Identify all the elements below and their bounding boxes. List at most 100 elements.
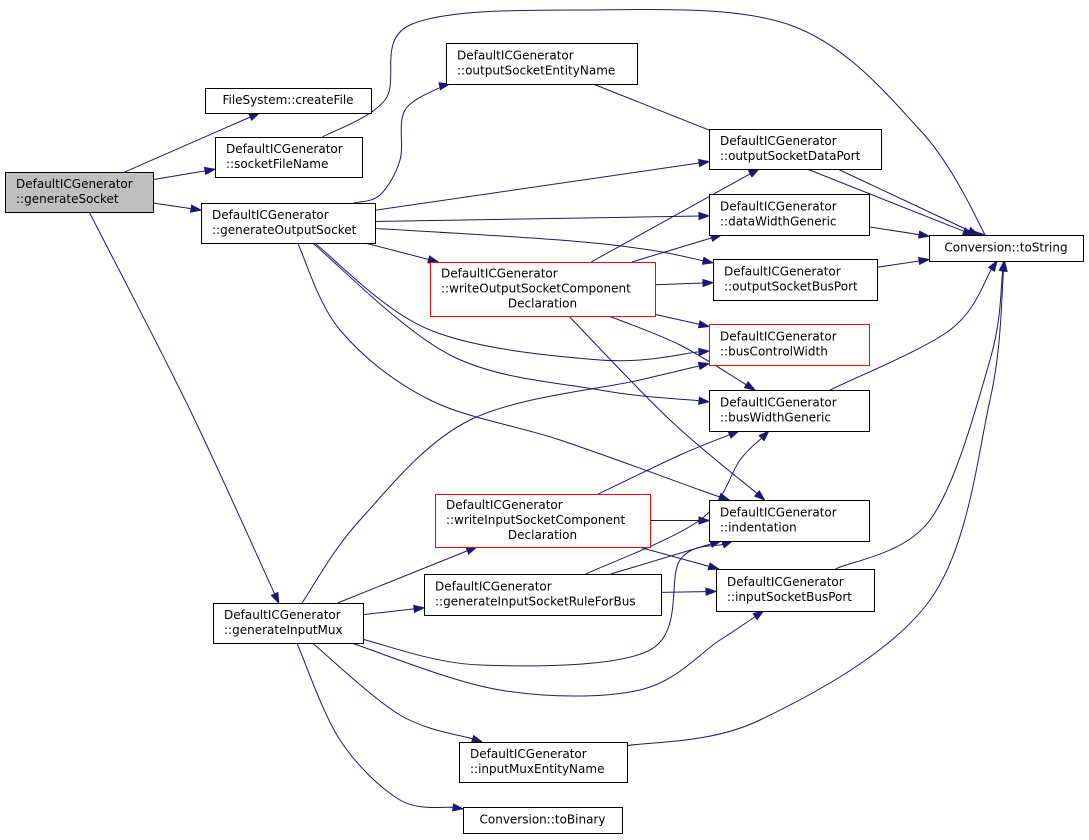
call-edge-generateOutputSocket-to-busControlWidth — [314, 242, 711, 362]
node-busControlWidth[interactable]: DefaultICGenerator::busControlWidth — [709, 324, 870, 366]
node-box — [424, 574, 662, 616]
node-toString[interactable]: Conversion::toString — [929, 235, 1084, 262]
node-label-line: DefaultICGenerator — [720, 200, 837, 214]
arrowhead — [717, 492, 731, 501]
call-edge-busWidthGeneric-to-toString — [829, 259, 998, 391]
node-box — [709, 194, 870, 236]
node-label-line: FileSystem::createFile — [222, 93, 353, 107]
node-generateInputSocketRuleForBus[interactable]: DefaultICGenerator::generateInputSocketR… — [424, 574, 662, 616]
node-inputSocketBusPort[interactable]: DefaultICGenerator::inputSocketBusPort — [716, 569, 875, 612]
node-generateInputMux[interactable]: DefaultICGenerator::generateInputMux — [213, 603, 364, 644]
node-label-line: DefaultICGenerator — [441, 267, 558, 281]
node-label-line: ::socketFileName — [226, 157, 328, 171]
node-label-line: DefaultICGenerator — [446, 498, 563, 512]
node-label-line: Declaration — [508, 297, 577, 311]
node-outputSocketDataPort[interactable]: DefaultICGenerator::outputSocketDataPort — [709, 129, 882, 170]
arrowhead — [427, 255, 440, 264]
arrowhead — [248, 112, 261, 122]
call-edge-generateOutputSocket-to-writeOutputSocketComponentDeclaration — [364, 242, 440, 264]
node-label-line: Conversion::toBinary — [480, 813, 606, 827]
node-box — [709, 500, 870, 542]
call-edge-writeOutputSocketComponentDeclaration-to-indentation — [568, 315, 766, 501]
arrowhead — [747, 168, 761, 178]
arrowhead — [470, 734, 484, 743]
call-edge-generateOutputSocket-to-dataWidthGeneric — [374, 211, 711, 223]
node-box — [201, 203, 376, 244]
node-label-line: DefaultICGenerator — [212, 208, 329, 222]
arrowhead — [743, 380, 757, 391]
arrowhead — [698, 516, 711, 525]
node-label-line: DefaultICGenerator — [16, 177, 133, 191]
node-label-line: Conversion::toString — [944, 241, 1067, 255]
node-label-line: DefaultICGenerator — [720, 396, 837, 410]
arrowhead — [698, 396, 711, 405]
node-box — [929, 235, 1084, 262]
call-edges — [88, 8, 1008, 812]
node-box — [709, 324, 870, 366]
arrowhead — [190, 204, 203, 213]
call-edge-writeInputSocketComponentDeclaration-to-busWidthGeneric — [597, 430, 741, 495]
function-nodes: DefaultICGenerator::generateSocket FileSy… — [5, 43, 1084, 834]
node-generateOutputSocket[interactable]: DefaultICGenerator::generateOutputSocket — [201, 203, 376, 244]
call-edge-generateInputMux-to-generateInputSocketRuleForBus — [362, 604, 426, 616]
node-box — [213, 603, 364, 644]
node-outputSocketEntityName[interactable]: DefaultICGenerator::outputSocketEntityNa… — [446, 43, 638, 85]
node-createFile[interactable]: FileSystem::createFile — [205, 88, 372, 114]
node-writeOutputSocketComponentDeclaration[interactable]: DefaultICGenerator::writeOutputSocketCom… — [430, 262, 656, 317]
arrowhead — [967, 226, 980, 236]
node-label-line: ::outputSocketEntityName — [457, 64, 615, 78]
node-toBinary[interactable]: Conversion::toBinary — [463, 807, 623, 834]
arrowhead — [917, 230, 931, 239]
call-edge-generateOutputSocket-to-outputSocketBusPort — [374, 227, 715, 265]
arrowhead — [698, 211, 711, 221]
node-indentation[interactable]: DefaultICGenerator::indentation — [709, 500, 870, 542]
arrowhead — [918, 256, 931, 266]
node-box — [459, 742, 628, 783]
node-label-line: ::generateInputMux — [224, 623, 343, 637]
call-edge-dataWidthGeneric-to-toString — [868, 226, 931, 239]
node-label-line: ::writeOutputSocketComponent — [441, 282, 631, 296]
node-label-line: Declaration — [508, 528, 577, 542]
call-edge-generateInputMux-to-inputSocketBusPort — [351, 610, 765, 697]
node-label-line: ::busWidthGeneric — [720, 411, 831, 425]
node-label-line: DefaultICGenerator — [720, 134, 837, 148]
arrowhead — [987, 259, 998, 273]
node-box — [430, 262, 656, 317]
node-label-line: DefaultICGenerator — [457, 49, 574, 63]
arrowhead — [413, 604, 426, 614]
arrowhead — [753, 490, 766, 501]
arrowhead — [452, 803, 465, 812]
call-edge-writeOutputSocketComponentDeclaration-to-dataWidthGeneric — [631, 233, 723, 263]
arrowhead — [697, 361, 711, 371]
node-box — [5, 172, 154, 213]
call-edge-generateSocket-to-generateInputMux — [88, 211, 280, 605]
node-writeInputSocketComponentDeclaration[interactable]: DefaultICGenerator::writeInputSocketComp… — [435, 494, 651, 548]
node-box — [205, 88, 372, 114]
node-dataWidthGeneric[interactable]: DefaultICGenerator::dataWidthGeneric — [709, 194, 870, 236]
node-label-line: ::outputSocketBusPort — [724, 280, 858, 294]
node-label-line: ::inputSocketBusPort — [727, 590, 852, 604]
node-inputMuxEntityName[interactable]: DefaultICGenerator::inputMuxEntityName — [459, 742, 628, 783]
node-label-line: ::dataWidthGeneric — [720, 215, 837, 229]
arrowhead — [758, 429, 770, 442]
node-label-line: ::writeInputSocketComponent — [446, 513, 625, 527]
node-generateSocket[interactable]: DefaultICGenerator::generateSocket — [5, 172, 154, 213]
call-edge-writeInputSocketComponentDeclaration-to-inputSocketBusPort — [638, 546, 721, 571]
node-label-line: ::inputMuxEntityName — [470, 762, 604, 776]
node-label-line: DefaultICGenerator — [724, 265, 841, 279]
arrowhead — [752, 610, 765, 621]
node-box — [435, 494, 651, 548]
node-label-line: ::busControlWidth — [720, 345, 828, 359]
call-edge-writeOutputSocketComponentDeclaration-to-outputSocketBusPort — [654, 278, 715, 288]
call-edge-outputSocketDataPort-to-toString — [837, 168, 980, 236]
node-outputSocketBusPort[interactable]: DefaultICGenerator::outputSocketBusPort — [713, 259, 878, 301]
call-edge-generateInputMux-to-indentation — [362, 540, 734, 667]
node-label-line: DefaultICGenerator — [720, 330, 837, 344]
node-socketFileName[interactable]: DefaultICGenerator::socketFileName — [215, 137, 363, 178]
node-box — [446, 43, 638, 85]
node-label-line: DefaultICGenerator — [720, 506, 837, 520]
arrowhead — [727, 430, 741, 439]
call-edge-writeOutputSocketComponentDeclaration-to-busControlWidth — [654, 313, 711, 329]
node-busWidthGeneric[interactable]: DefaultICGenerator::busWidthGeneric — [709, 390, 870, 432]
node-box — [716, 569, 875, 612]
